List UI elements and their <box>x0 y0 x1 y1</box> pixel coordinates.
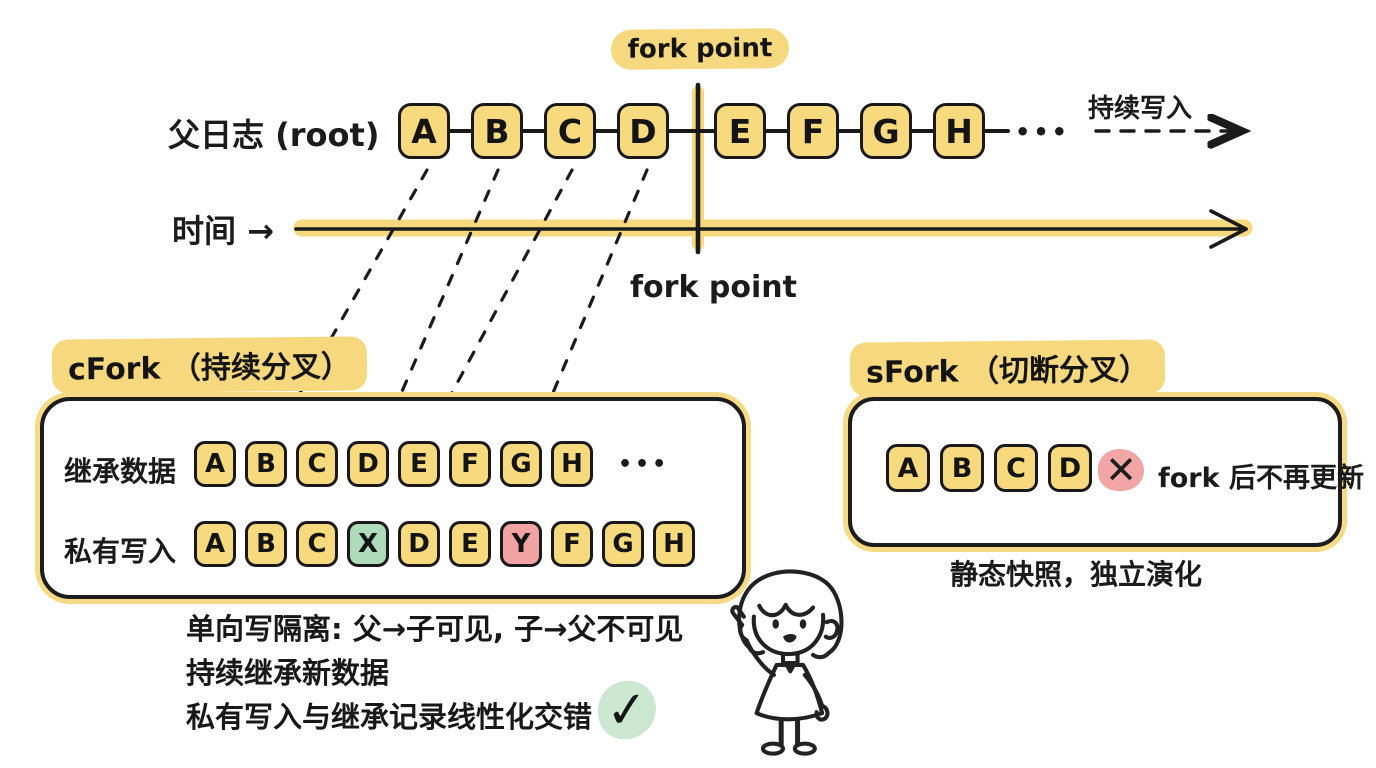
sfork-caption: 静态快照，独立演化 <box>950 558 1203 591</box>
chain-cell: Y <box>500 521 542 567</box>
chain-cell: G <box>860 103 912 159</box>
chain-cell: G <box>602 521 644 567</box>
fork-point-top-label: fork point <box>610 28 790 70</box>
note-line-3: 私有写入与继承记录线性化交错 <box>186 700 593 734</box>
chain-cell: A <box>194 441 236 487</box>
time-label: 时间 → <box>172 212 274 250</box>
check-icon: ✓ <box>596 679 658 741</box>
chain-cell: B <box>245 521 287 567</box>
chain-cell: A <box>886 444 930 492</box>
cfork-private-label: 私有写入 <box>64 535 177 568</box>
cfork-inherited-label: 继承数据 <box>64 455 177 488</box>
chain-cell: C <box>994 444 1038 492</box>
chain-link <box>523 129 544 133</box>
chain-cell: D <box>617 103 669 159</box>
fork-point-top-text: fork point <box>627 33 773 65</box>
mascot-girl-illustration <box>730 569 844 756</box>
chain-cell: A <box>398 103 450 159</box>
chain-cell: C <box>296 441 338 487</box>
sfork-no-update-label: fork 后不再更新 <box>1158 463 1364 494</box>
cfork-inherited-ellipsis: ••• <box>618 452 670 477</box>
note-line-2: 持续继承新数据 <box>186 656 390 690</box>
cfork-title: cFork （持续分叉） <box>51 336 368 394</box>
chain-cell: X <box>347 521 389 567</box>
chain-link <box>450 129 471 133</box>
chain-link <box>839 129 860 133</box>
chain-cell: G <box>500 441 542 487</box>
chain-cell: A <box>194 521 236 567</box>
note-line-1: 单向写隔离: 父→子可见, 子→父不可见 <box>186 612 684 646</box>
chain-link <box>766 129 787 133</box>
chain-cell: E <box>398 441 440 487</box>
continuous-write-label: 持续写入 <box>1088 94 1193 124</box>
chain-cell: B <box>940 444 984 492</box>
sfork-title-text: sFork （切断分叉） <box>865 352 1150 391</box>
sfork-container <box>848 397 1342 547</box>
time-axis <box>294 209 1248 249</box>
chain-cell: E <box>714 103 766 159</box>
chain-cell: H <box>653 521 695 567</box>
chain-cell: F <box>787 103 839 159</box>
chain-cell: D <box>398 521 440 567</box>
chain-cell: B <box>245 441 287 487</box>
chain-cell: C <box>544 103 596 159</box>
parent-log-label: 父日志 (root) <box>168 116 380 154</box>
parent-chain-ellipsis: ••• <box>1015 118 1071 146</box>
chain-cell: H <box>933 103 985 159</box>
chain-cell: D <box>347 441 389 487</box>
fork-point-caption: fork point <box>630 270 797 305</box>
chain-cell: E <box>449 521 491 567</box>
chain-cell: B <box>471 103 523 159</box>
cfork-title-text: cFork （持续分叉） <box>67 349 352 388</box>
chain-cell: F <box>551 521 593 567</box>
chain-link <box>912 129 933 133</box>
chain-cell: D <box>1048 444 1092 492</box>
chain-cell: F <box>449 441 491 487</box>
chain-cell: C <box>296 521 338 567</box>
chain-cell: H <box>551 441 593 487</box>
chain-link <box>596 129 617 133</box>
sfork-title: sFork （切断分叉） <box>849 339 1166 397</box>
cross-icon: ✕ <box>1098 449 1144 491</box>
